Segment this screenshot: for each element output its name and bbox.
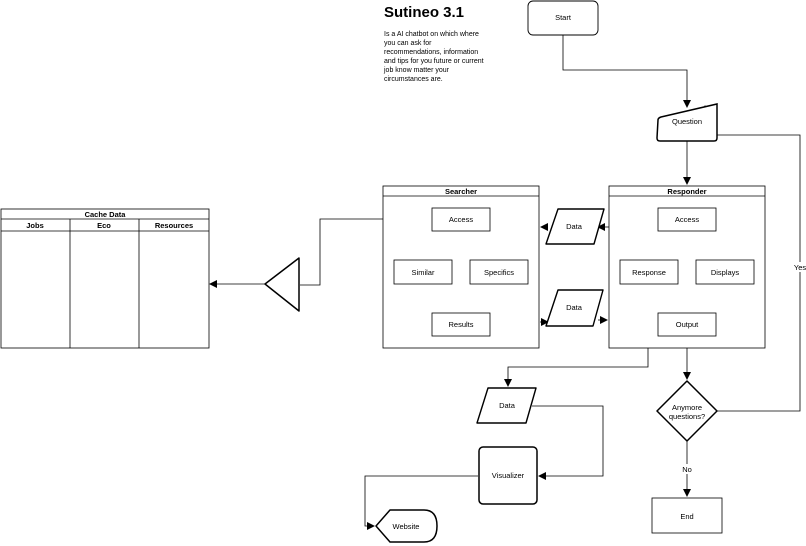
searcher-specifics-node: Specifics xyxy=(469,259,529,285)
yes-edge-label: Yes xyxy=(793,262,806,272)
responder-displays-label: Displays xyxy=(711,268,740,277)
cache-col-resources: Resources xyxy=(155,221,193,230)
data-bottom-node: Data xyxy=(476,387,537,424)
no-edge-label: No xyxy=(680,464,694,474)
visualizer-label: Visualizer xyxy=(492,471,525,480)
responder-title: Responder xyxy=(667,187,706,196)
searcher-specifics-label: Specifics xyxy=(484,268,514,277)
searcher-title: Searcher xyxy=(445,187,477,196)
searcher-results-label: Results xyxy=(448,320,473,329)
yes-label: Yes xyxy=(794,263,806,272)
searcher-results-node: Results xyxy=(431,312,491,337)
edge-searcher-triangle xyxy=(300,218,433,286)
page-title: Sutineo 3.1 xyxy=(384,4,465,21)
responder-output-label: Output xyxy=(676,320,699,329)
data-mid-node: Data xyxy=(545,289,604,327)
data-mid-label: Data xyxy=(566,303,583,312)
searcher-access-label: Access xyxy=(449,215,473,224)
question-label: Question xyxy=(672,117,702,126)
decision-node: Anymore questions? xyxy=(656,380,718,442)
visualizer-node: Visualizer xyxy=(478,446,538,505)
data-top-node: Data xyxy=(545,208,605,245)
responder-access-node: Access xyxy=(657,207,717,232)
no-label: No xyxy=(682,465,692,474)
cache-data-table: Cache Data Jobs Eco Resources xyxy=(0,208,210,349)
cache-col-eco: Eco xyxy=(97,221,111,230)
start-label: Start xyxy=(555,13,572,22)
end-label: End xyxy=(680,512,693,521)
searcher-similar-label: Similar xyxy=(412,268,435,277)
edge-start-question xyxy=(562,35,691,108)
searcher-access-node: Access xyxy=(431,207,491,232)
decision-label-line2: questions? xyxy=(669,412,705,421)
responder-displays-node: Displays xyxy=(695,259,755,285)
edge-responder-data-bottom xyxy=(504,348,649,387)
decision-label-line1: Anymore xyxy=(672,403,702,412)
responder-response-label: Response xyxy=(632,268,666,277)
cache-table-title: Cache Data xyxy=(85,210,127,219)
start-node: Start xyxy=(527,0,599,36)
edge-visualizer-website xyxy=(364,475,478,530)
end-node: End xyxy=(651,497,723,534)
edge-data-bottom-visualizer xyxy=(532,405,604,480)
page-description: Is a AI chatbot on which where you can a… xyxy=(384,31,484,83)
data-top-label: Data xyxy=(566,222,583,231)
data-bottom-label: Data xyxy=(499,401,516,410)
cache-merge-triangle xyxy=(264,257,300,312)
responder-output-node: Output xyxy=(657,312,717,337)
responder-access-label: Access xyxy=(675,215,699,224)
website-node: Website xyxy=(375,509,438,543)
searcher-similar-node: Similar xyxy=(393,259,453,285)
cache-col-jobs: Jobs xyxy=(26,221,44,230)
website-label: Website xyxy=(393,522,420,531)
question-node: Question xyxy=(656,103,718,142)
responder-response-node: Response xyxy=(619,259,679,285)
